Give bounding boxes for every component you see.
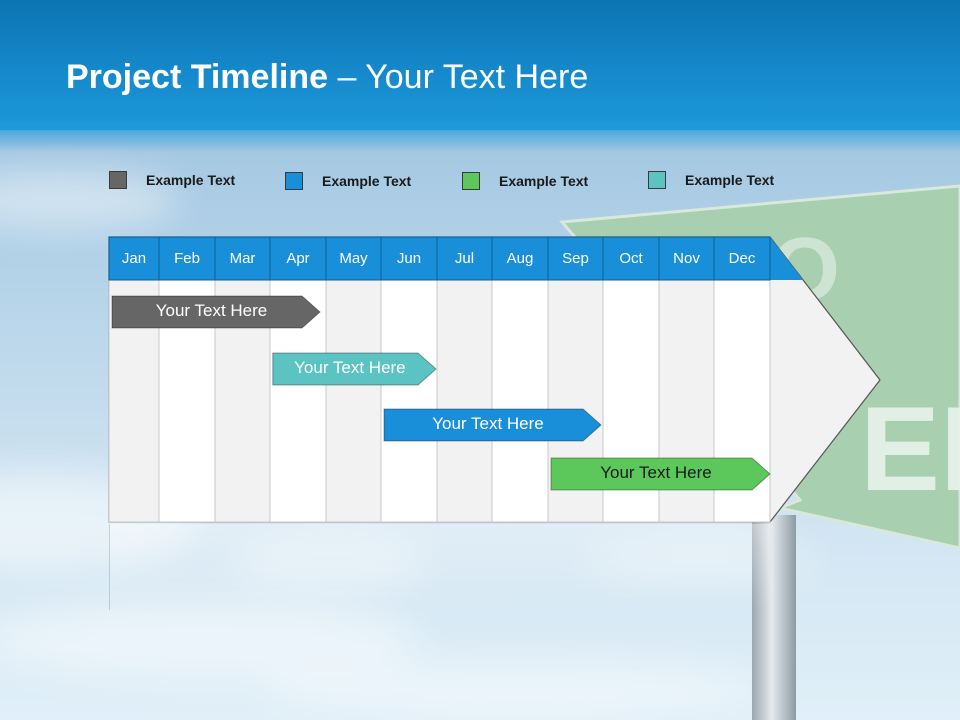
timeline-bar-label: Your Text Here [155, 301, 268, 320]
page-title: Project Timeline – Your Text Here [66, 58, 588, 97]
timeline-bar-label: Your Text Here [600, 463, 712, 482]
legend-swatch-gray [109, 171, 127, 189]
month-label-oct: Oct [619, 250, 643, 267]
legend-item-3: Example Text [462, 172, 588, 190]
timeline-bar-3[interactable] [383, 408, 602, 442]
timeline-bar-2[interactable] [272, 352, 437, 386]
month-header-bar [108, 236, 803, 281]
timeline-bar-label: Your Text Here [294, 358, 406, 377]
month-label-jun: Jun [396, 250, 422, 267]
legend-swatch-teal [648, 171, 666, 189]
legend-label: Example Text [499, 173, 589, 189]
title-banner [0, 0, 960, 130]
legend-swatch-green [462, 172, 480, 190]
legend-item-4: Example Text [648, 171, 774, 189]
month-label-jan: Jan [121, 250, 147, 267]
month-column [380, 279, 438, 523]
timeline-bar-label: Your Text Here [432, 414, 544, 433]
timeline-bar-4[interactable] [550, 457, 771, 491]
board-reflection [109, 524, 770, 610]
legend-item-2: Example Text [285, 172, 411, 190]
timeline-bar-1[interactable] [111, 295, 321, 329]
month-label-may: May [339, 250, 368, 267]
legend-label: Example Text [146, 172, 236, 188]
timeline-bars [111, 295, 771, 491]
month-label-nov: Nov [673, 250, 700, 267]
sign-lettering: EN [860, 382, 960, 516]
month-label-jul: Jul [454, 250, 475, 267]
page-title-rest: – Your Text Here [328, 58, 589, 96]
month-label-aug: Aug [506, 250, 534, 267]
month-column [436, 279, 493, 523]
month-header-background [109, 237, 803, 280]
month-label-sep: Sep [562, 250, 589, 267]
month-label-apr: Apr [286, 250, 310, 267]
month-column [325, 279, 382, 523]
legend-label: Example Text [322, 173, 412, 189]
legend-swatch-blue [285, 172, 303, 190]
month-label-mar: Mar [229, 250, 256, 267]
page-title-bold: Project Timeline [66, 58, 329, 96]
month-column [491, 279, 549, 523]
month-label-feb: Feb [174, 250, 200, 267]
legend-label: Example Text [685, 172, 775, 188]
month-label-dec: Dec [728, 250, 756, 267]
legend-item-1: Example Text [109, 171, 235, 189]
